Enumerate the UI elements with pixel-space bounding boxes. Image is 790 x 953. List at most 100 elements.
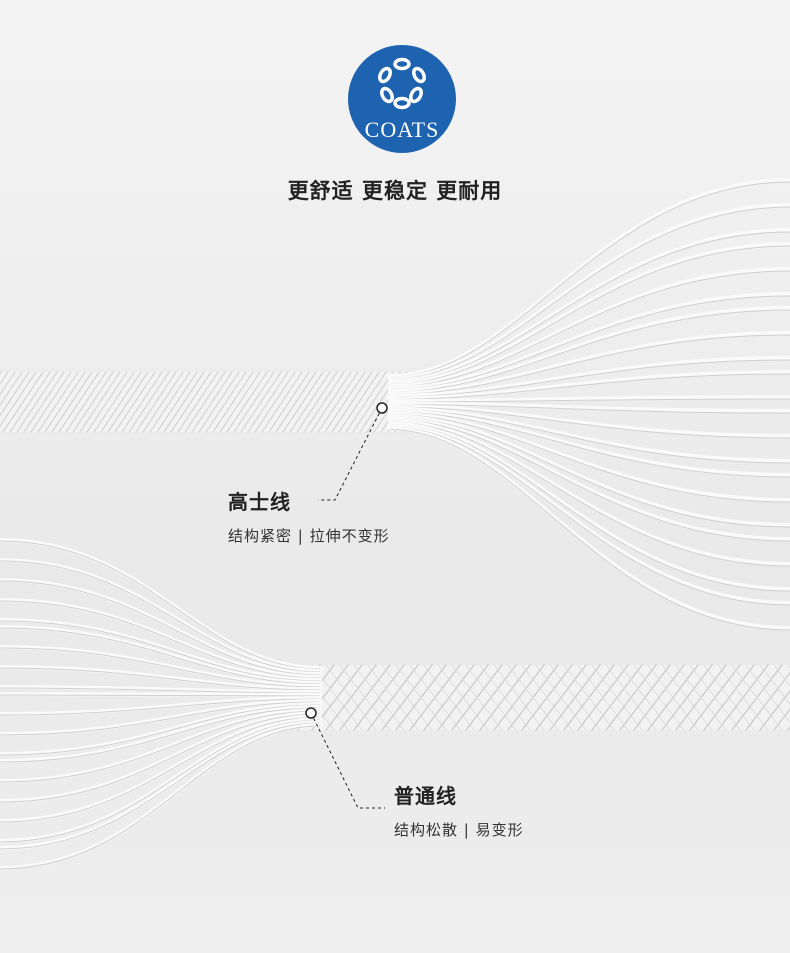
twist-line: [689, 664, 741, 731]
twist-line: [437, 664, 489, 731]
twist-line: [703, 664, 755, 731]
normal-strand: [0, 538, 322, 670]
coats-strand-shade: [389, 309, 790, 393]
twist-line: [0, 371, 9, 386]
twist-line: [451, 664, 503, 731]
normal-strand: [0, 705, 322, 763]
normal-strand-shade: [0, 560, 321, 673]
normal-strand: [0, 665, 322, 691]
coats-strand: [388, 242, 790, 386]
twist-line: [177, 371, 219, 433]
coats-strand-shade: [389, 359, 790, 398]
normal-strand: [0, 645, 322, 688]
normal-strand: [0, 578, 322, 676]
coats-strand: [388, 416, 790, 541]
coats-strand: [388, 267, 790, 388]
twist-line: [675, 664, 727, 731]
coats-strand-shade: [389, 426, 790, 606]
coats-strand-shade: [389, 206, 790, 380]
twist-line: [773, 664, 790, 687]
twist-line: [0, 371, 30, 417]
coats-strand-shade: [389, 181, 790, 378]
twist-line: [114, 371, 156, 433]
twist-line: [339, 664, 391, 731]
normal-strand-shade: [0, 725, 321, 870]
normal-strand: [0, 598, 322, 679]
coats-strand: [388, 419, 790, 566]
coats-strand: [388, 411, 790, 502]
coats-strand-shade: [389, 406, 790, 439]
twist-line: [647, 664, 699, 731]
normal-strand-shade: [0, 704, 321, 756]
coats-strand: [388, 356, 790, 398]
twist-line: [240, 371, 282, 433]
twist-line: [577, 664, 629, 731]
twist-line: [353, 664, 405, 731]
coats-strand-shade: [389, 245, 790, 385]
twist-line: [773, 707, 790, 731]
coats-strand: [388, 203, 790, 381]
normal-strand: [0, 720, 322, 850]
normal-strand-shade: [0, 600, 321, 679]
coats-strand: [388, 395, 790, 403]
twist-line: [100, 371, 142, 433]
normal-strand-shade: [0, 694, 321, 697]
twist-line: [156, 371, 198, 433]
coats-strand: [388, 406, 790, 463]
twist-line: [352, 371, 394, 433]
coats-strand: [388, 292, 790, 391]
twist-line: [381, 664, 433, 731]
coats-strand-shade: [389, 421, 790, 567]
twist-line: [345, 371, 387, 433]
coats-strand: [388, 178, 790, 378]
normal-strand-shade: [0, 627, 321, 685]
normal-thread-bundle: [290, 665, 790, 730]
twist-line: [717, 664, 769, 731]
twist-line: [128, 371, 170, 433]
normal-strand-shade: [0, 647, 321, 688]
normal-strand-shade: [0, 716, 321, 823]
normal-strand-shade: [0, 722, 321, 850]
twist-line: [409, 664, 461, 731]
coats-strand-shade: [389, 404, 790, 414]
twist-line: [591, 664, 643, 731]
twist-line: [303, 371, 345, 433]
twist-line: [121, 371, 163, 433]
twist-line: [759, 664, 790, 705]
twist-line: [107, 371, 149, 433]
normal-strand: [0, 717, 322, 843]
twist-line: [619, 664, 671, 731]
twist-line: [563, 664, 615, 731]
coats-strand: [388, 306, 790, 393]
coats-strand: [388, 370, 790, 401]
twist-line: [465, 664, 517, 731]
twist-line: [9, 371, 51, 433]
twist-line: [324, 371, 366, 433]
coats-strand-shade: [389, 270, 790, 388]
twist-line: [633, 664, 685, 731]
twist-line: [254, 371, 296, 433]
normal-strand: [0, 692, 322, 697]
twist-line: [338, 371, 380, 433]
twist-line: [233, 371, 275, 433]
twist-line: [135, 371, 177, 433]
coats-thread-bundle: [0, 372, 400, 432]
twist-line: [275, 371, 317, 433]
coats-marker: [376, 402, 388, 414]
normal-strand-shade: [0, 707, 321, 763]
twist-line: [86, 371, 128, 433]
coats-strand: [388, 401, 790, 413]
twist-line: [0, 371, 37, 428]
coats-thread-label: 高士线 结构紧密 | 拉伸不变形: [228, 486, 390, 546]
coats-strand: [388, 421, 790, 591]
twist-line: [198, 371, 240, 433]
twist-line: [205, 371, 247, 433]
twist-line: [149, 371, 191, 433]
normal-strand: [0, 558, 322, 673]
tagline: 更舒适 更稳定 更耐用: [287, 179, 503, 203]
twist-line: [93, 371, 135, 433]
twist-line: [65, 371, 107, 433]
coats-strand: [388, 404, 790, 438]
normal-strand: [0, 711, 322, 803]
